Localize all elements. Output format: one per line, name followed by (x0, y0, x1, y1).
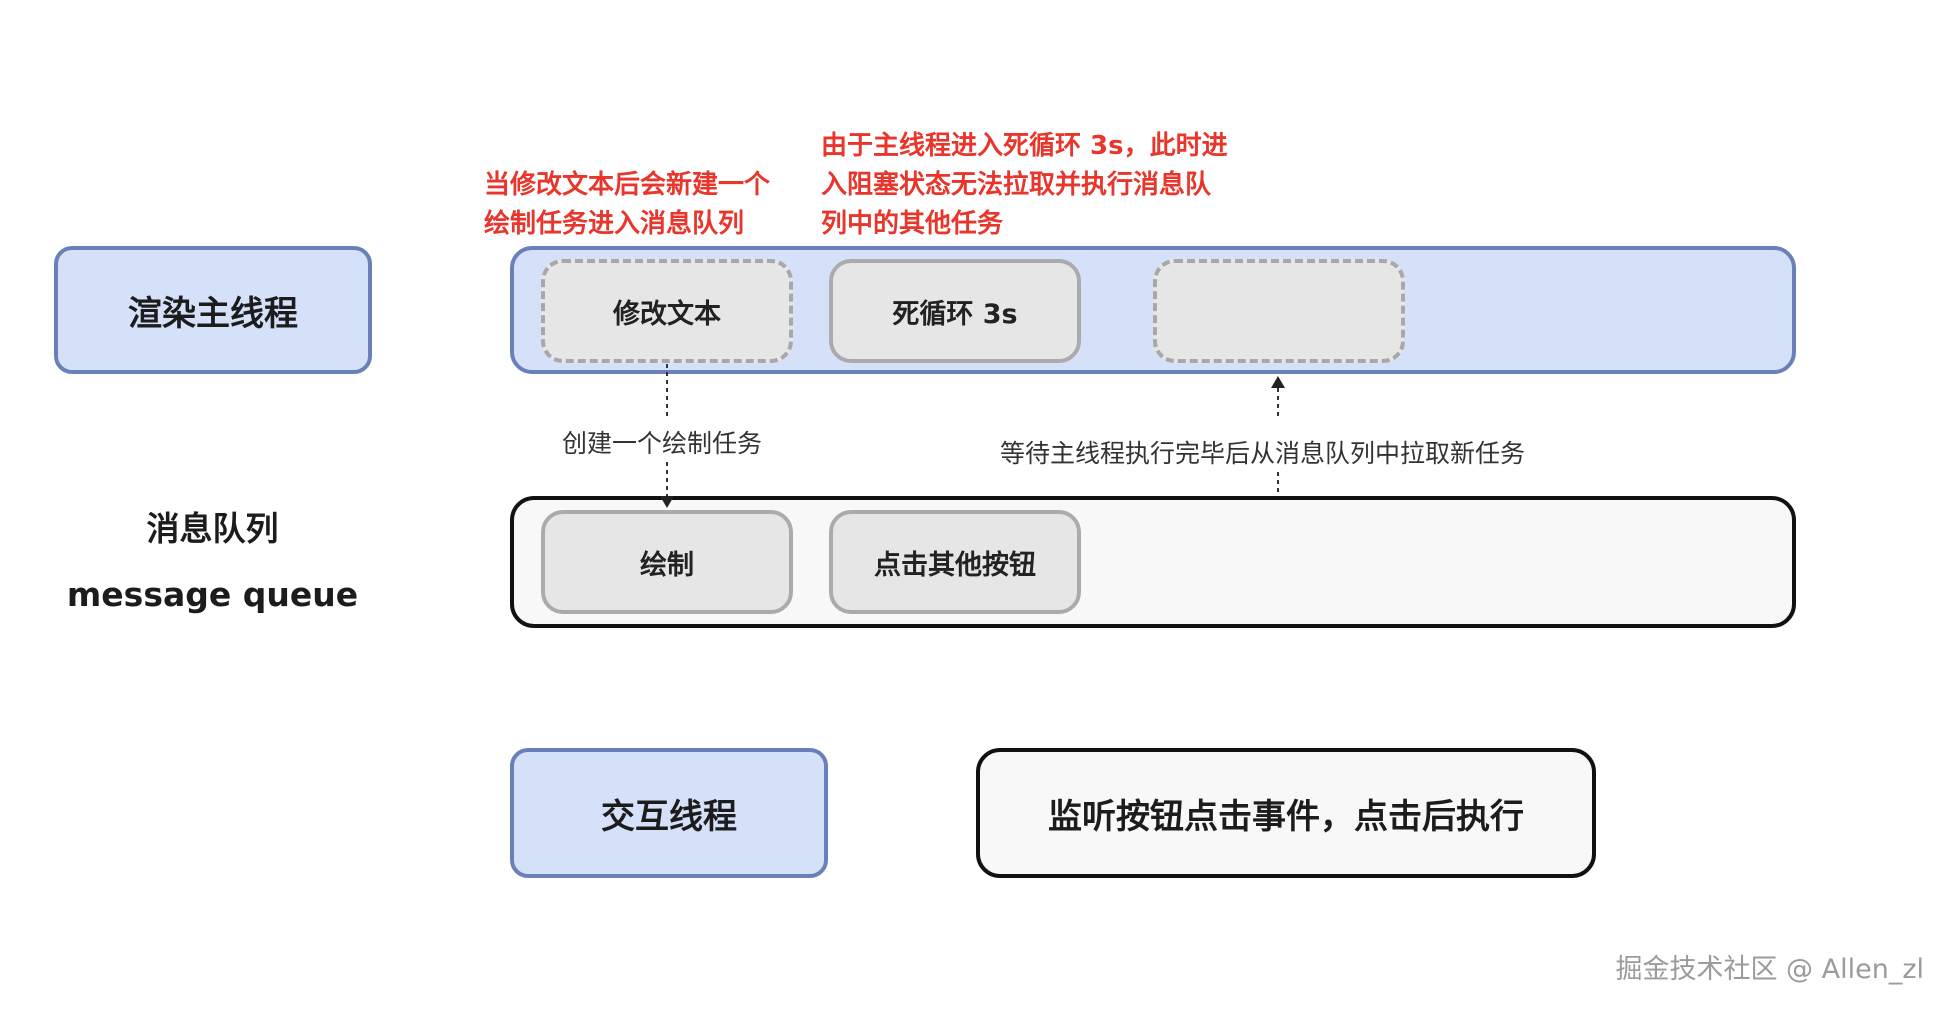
queue-task-draw-label: 绘制 (640, 549, 694, 581)
render-main-thread-label: 渲染主线程 (128, 293, 298, 334)
create-task-note-line-2: 绘制任务进入消息队列 (484, 209, 745, 239)
arrow-wait-pull (1271, 376, 1285, 496)
click-listener-label: 监听按钮点击事件，点击后执行 (1048, 796, 1524, 837)
click-listener-box: 监听按钮点击事件，点击后执行 (976, 748, 1596, 878)
message-queue-label-en: message queue (66, 575, 359, 614)
edge-wait-pull-label: 等待主线程执行完毕后从消息队列中拉取新任务 (1000, 439, 1526, 468)
blocked-note-line-1: 由于主线程进入死循环 3s，此时进 (821, 131, 1228, 161)
message-queue-label: 消息队列 message queue (40, 496, 385, 628)
watermark: 掘金技术社区 @ Allen_zl (1615, 954, 1924, 985)
task-modify-text-label: 修改文本 (613, 298, 721, 330)
interaction-thread-label: 交互线程 (601, 796, 737, 837)
create-task-note: 当修改文本后会新建一个 绘制任务进入消息队列 (484, 166, 770, 244)
edge-create-draw-task-label: 创建一个绘制任务 (562, 429, 763, 458)
create-task-note-line-1: 当修改文本后会新建一个 (484, 170, 771, 200)
task-modify-text: 修改文本 (541, 259, 793, 363)
queue-task-draw: 绘制 (541, 510, 793, 614)
blocked-note: 由于主线程进入死循环 3s，此时进 入阻塞状态无法拉取并执行消息队 列中的其他任… (821, 127, 1228, 244)
blocked-note-line-2: 入阻塞状态无法拉取并执行消息队 (821, 170, 1212, 200)
arrow-create-draw-task (660, 364, 674, 508)
task-empty-slot (1153, 259, 1405, 363)
blocked-note-line-3: 列中的其他任务 (821, 209, 1004, 239)
message-queue-label-cn: 消息队列 (146, 509, 279, 548)
render-main-thread-box: 渲染主线程 (54, 246, 372, 374)
task-infinite-loop-label: 死循环 3s (892, 298, 1018, 330)
task-infinite-loop: 死循环 3s (829, 259, 1081, 363)
queue-task-click-other: 点击其他按钮 (829, 510, 1081, 614)
interaction-thread-box: 交互线程 (510, 748, 828, 878)
queue-task-click-other-label: 点击其他按钮 (874, 549, 1036, 581)
